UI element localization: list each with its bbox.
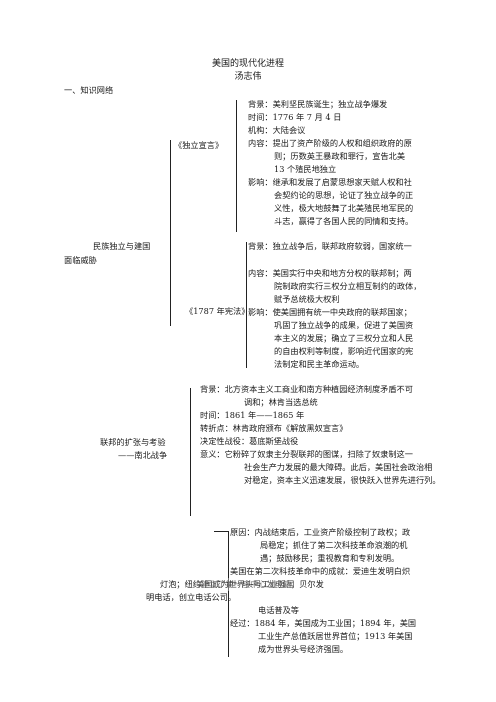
decl-line: 内容：提出了资产阶级的人权和组织政府的原 <box>248 138 412 148</box>
const-line: 院制政府实行三权分立相互制约的政体， <box>274 281 422 291</box>
rise-line: 遇；鼓励移民；重视教育和专利发明。 <box>260 553 400 563</box>
war-line: 决定性战役：葛底斯堡战役 <box>200 436 299 446</box>
decl-line: 则；历数英王暴政和罪行，宣告北美 <box>274 151 406 161</box>
decl-line: 13 个殖民地独立 <box>274 164 337 174</box>
rise-line: 美国在第二次科技革命中的成就：爱迪生发明白炽 <box>230 566 411 576</box>
war-line: 转折点：林肯政府颁布《解放黑奴宣言》 <box>200 423 348 433</box>
war-line: 意义：它粉碎了奴隶主分裂联邦的图谋，扫除了奴隶制这一 <box>200 449 413 459</box>
decl-line: 机构：大陆会议 <box>248 125 306 135</box>
rise-line: 灯泡；纽约建立了第一座中心发电站；贝尔发 <box>160 579 324 589</box>
doc-author: 汤志伟 <box>234 72 262 82</box>
constitution-content: 背景：独立战争后，联邦政府软弱，国家统一 内容：美国实行中央和地方分权的联邦制；… <box>248 240 421 371</box>
rise-line: 经过：1884 年，美国成为工业国；1894 年，美国 <box>230 618 417 628</box>
const-line: 内容：美国实行中央和地方分权的联邦制；两 <box>248 268 412 278</box>
part1-label-line1: 民族独立与建国 <box>93 241 151 251</box>
rise-line: 原因：内战结束后，工业资产阶级控制了政权；政 <box>230 527 411 537</box>
const-line: 法制定和民主革命运动。 <box>274 359 365 369</box>
const-line: 的自由权利等制度，影响近代国家的宪 <box>274 346 414 356</box>
constitution-brace <box>246 242 247 368</box>
part3-brace-top <box>214 531 228 532</box>
war-line: 调和；林肯当选总统 <box>244 397 318 407</box>
rise-line: 工业生产总值跃居世界首位；1913 年美国 <box>258 631 413 641</box>
const-line: 赋予总统极大权利 <box>274 294 340 304</box>
part1-label-line2: 面临威胁 <box>64 255 97 265</box>
const-line: 背景：独立战争后，联邦政府软弱，国家统一 <box>248 241 412 251</box>
rise-line: 成为世界头号经济强国。 <box>258 644 349 654</box>
section-heading: 一、知识网络 <box>64 85 114 95</box>
part2-label-line2: ——南北战争 <box>118 450 168 460</box>
rise-line: 电话普及等 <box>258 605 299 615</box>
part2-label-line1: 联邦的扩张与考验 <box>100 437 166 447</box>
war-line: 对稳定，资本主义迅速发展，很快跃入世界先进行列。 <box>244 475 441 485</box>
part1-brace <box>170 140 171 326</box>
decl-line: 背景：美利坚民族诞生；独立战争爆发 <box>248 99 388 109</box>
war-line: 社会生产力发展的最大障碍。此后，美国社会政治相 <box>244 462 433 472</box>
const-line: 影响：使美国拥有统一中央政府的联邦国家； <box>248 307 412 317</box>
war-line: 背景：北方资本主义工商业和南方种植园经济制度矛盾不可 <box>200 384 413 394</box>
doc-title: 美国的现代化进程 <box>211 59 284 69</box>
declaration-content: 背景：美利坚民族诞生；独立战争爆发 时间：1776 年 7 月 4 日 机构：大… <box>248 98 413 228</box>
decl-line: 会契约论的思想，论证了独立战争的正 <box>274 190 414 200</box>
decl-line: 影响：继承和发展了启蒙思想家天赋人权和社 <box>248 177 412 187</box>
decl-line: 义性，极大地鼓舞了北美殖民地军民的 <box>274 203 414 213</box>
part3-brace <box>228 531 229 657</box>
const-line: 本主义的发展；确立了三权分立和人民 <box>274 333 414 343</box>
part2-brace <box>190 388 191 516</box>
declaration-label: 《独立宣言》 <box>174 140 224 150</box>
const-line: 巩固了独立战争的成果，促进了美国资 <box>274 320 414 330</box>
decl-line: 时间：1776 年 7 月 4 日 <box>248 112 342 122</box>
declaration-brace <box>236 100 237 232</box>
decl-line: 斗志，赢得了各国人民的同情和支持。 <box>274 216 414 226</box>
rise-line: 局稳定；抓住了第二次科技革命浪潮的机 <box>260 540 408 550</box>
civil-war-content: 背景：北方资本主义工商业和南方种植园经济制度矛盾不可 调和；林肯当选总统 时间：… <box>200 383 441 487</box>
constitution-label: 《1787 年宪法》 <box>185 306 250 316</box>
rise-line: 明电话，创立电话公司。 <box>146 592 237 602</box>
rise-content: 原因：内战结束后，工业资产阶级控制了政权；政 局稳定；抓住了第二次科技革命浪潮的… <box>146 526 417 656</box>
war-line: 时间：1861 年——1865 年 <box>200 410 305 420</box>
rise-overlap-label: 美国成为世界头号工业强国 <box>196 578 295 591</box>
